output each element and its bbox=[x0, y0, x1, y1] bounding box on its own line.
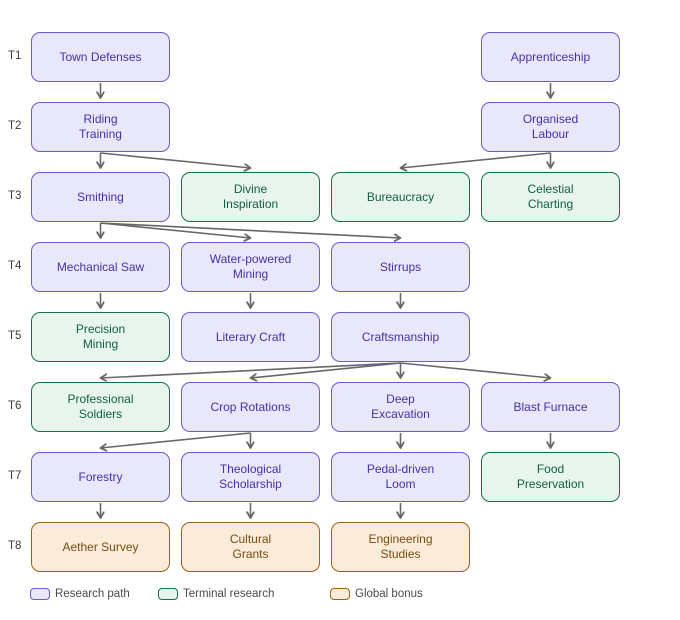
node-mechanical-saw[interactable]: Mechanical Saw bbox=[31, 242, 170, 292]
node-label: Professional bbox=[67, 392, 134, 406]
node-stirrups[interactable]: Stirrups bbox=[331, 242, 470, 292]
node-label: Excavation bbox=[371, 407, 430, 421]
edge-crop-rotations-to-forestry bbox=[101, 432, 251, 448]
legend-item-global-bonus: Global bonus bbox=[330, 588, 423, 600]
legend-label-global-bonus: Global bonus bbox=[355, 588, 423, 600]
node-bureaucracy[interactable]: Bureaucracy bbox=[331, 172, 470, 222]
node-label: Soldiers bbox=[78, 407, 123, 421]
global-bonus-swatch-icon bbox=[330, 588, 350, 600]
tier-label-T4: T4 bbox=[8, 260, 22, 272]
node-label: Deep bbox=[386, 392, 415, 406]
node-label: Smithing bbox=[77, 189, 124, 204]
node-label: Training bbox=[79, 127, 122, 141]
node-label: Crop Rotations bbox=[210, 399, 291, 414]
node-label: Inspiration bbox=[222, 197, 279, 211]
node-label: Mining bbox=[232, 267, 269, 281]
tier-label-T1: T1 bbox=[8, 50, 22, 62]
legend-label-research-path: Research path bbox=[55, 588, 130, 600]
edge-craftsmanship-to-crop-rotations bbox=[251, 362, 401, 378]
node-label: Literary Craft bbox=[215, 329, 286, 344]
node-aether-survey[interactable]: Aether Survey bbox=[31, 522, 170, 572]
node-label: Mining bbox=[82, 337, 119, 351]
tier-label-T5: T5 bbox=[8, 330, 22, 342]
edge-smithing-to-stirrups bbox=[100, 222, 401, 238]
edge-craftsmanship-to-professional-soldiers bbox=[101, 362, 401, 378]
node-label: Stirrups bbox=[379, 259, 422, 274]
terminal-research-swatch-icon bbox=[158, 588, 178, 600]
node-label: Apprenticeship bbox=[510, 49, 591, 64]
node-label: Engineering bbox=[368, 532, 433, 546]
node-label: Labour bbox=[531, 127, 570, 141]
node-smithing[interactable]: Smithing bbox=[31, 172, 170, 222]
node-label: Blast Furnace bbox=[513, 399, 588, 414]
node-label: Grants bbox=[232, 547, 269, 561]
legend: Research path Terminal research Global b… bbox=[0, 586, 680, 606]
node-label: Organised bbox=[522, 112, 579, 126]
node-town-defenses[interactable]: Town Defenses bbox=[31, 32, 170, 82]
node-label: Riding bbox=[83, 112, 118, 126]
node-forestry[interactable]: Forestry bbox=[31, 452, 170, 502]
edge-organised-labour-to-bureaucracy bbox=[401, 152, 551, 168]
node-label: Theological bbox=[219, 462, 282, 476]
node-label: Charting bbox=[527, 197, 574, 211]
node-label: Divine bbox=[233, 182, 268, 196]
node-label: Forestry bbox=[78, 469, 123, 484]
node-label: Studies bbox=[380, 547, 421, 561]
node-label: Food bbox=[536, 462, 565, 476]
edge-craftsmanship-to-blast-furnace bbox=[400, 362, 551, 378]
edge-smithing-to-water-powered-mining bbox=[100, 222, 251, 238]
node-label: Town Defenses bbox=[59, 49, 142, 64]
node-label: Preservation bbox=[516, 477, 585, 491]
node-label: Craftsmanship bbox=[361, 329, 440, 344]
node-label: Cultural bbox=[229, 532, 272, 546]
legend-item-research-path: Research path bbox=[30, 588, 130, 600]
legend-item-terminal-research: Terminal research bbox=[158, 588, 274, 600]
tier-label-T8: T8 bbox=[8, 540, 22, 552]
node-apprenticeship[interactable]: Apprenticeship bbox=[481, 32, 620, 82]
tier-label-T7: T7 bbox=[8, 470, 22, 482]
node-literary-craft[interactable]: Literary Craft bbox=[181, 312, 320, 362]
node-label: Aether Survey bbox=[62, 539, 139, 554]
node-label: Pedal-driven bbox=[366, 462, 435, 476]
edge-riding-training-to-divine-inspiration bbox=[100, 152, 251, 168]
node-label: Water-powered bbox=[209, 252, 292, 266]
node-crop-rotations[interactable]: Crop Rotations bbox=[181, 382, 320, 432]
node-label: Bureaucracy bbox=[366, 189, 435, 204]
node-label: Scholarship bbox=[219, 477, 282, 491]
node-label: Celestial bbox=[527, 182, 574, 196]
node-craftsmanship[interactable]: Craftsmanship bbox=[331, 312, 470, 362]
tier-label-T2: T2 bbox=[8, 120, 22, 132]
research-path-swatch-icon bbox=[30, 588, 50, 600]
tier-label-T6: T6 bbox=[8, 400, 22, 412]
node-label: Mechanical Saw bbox=[56, 259, 145, 274]
node-label: Precision bbox=[75, 322, 126, 336]
node-blast-furnace[interactable]: Blast Furnace bbox=[481, 382, 620, 432]
tier-label-T3: T3 bbox=[8, 190, 22, 202]
node-label: Loom bbox=[385, 477, 416, 491]
legend-label-terminal-research: Terminal research bbox=[183, 588, 275, 600]
